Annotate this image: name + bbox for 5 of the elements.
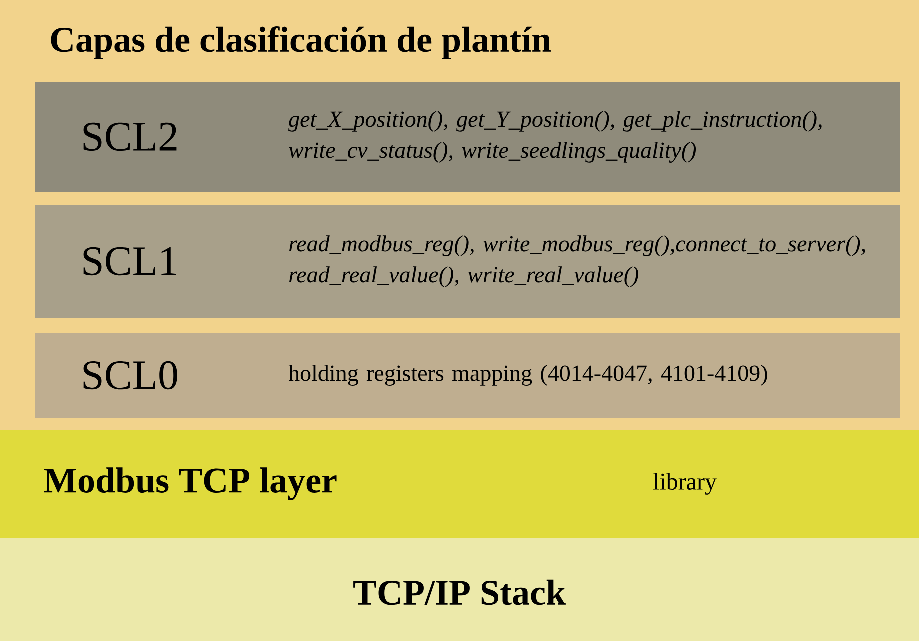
layer-box: SCL0 holding registers mapping (4014-4047, 4101-4109) (35, 333, 900, 418)
layer-box: SCL2 get_X_position(), get_Y_position(), get_plc_instruction(), write_cv_status(), write_seedlings_quality() (35, 82, 900, 192)
layer-box: Modbus TCP layer library (0, 430, 919, 538)
layer-box: SCL1 read_modbus_reg(), write_modbus_reg(),connect_to_server(), read_real_value(), write_real_value() (35, 205, 900, 318)
layer-box: TCP/IP Stack (0, 538, 919, 641)
